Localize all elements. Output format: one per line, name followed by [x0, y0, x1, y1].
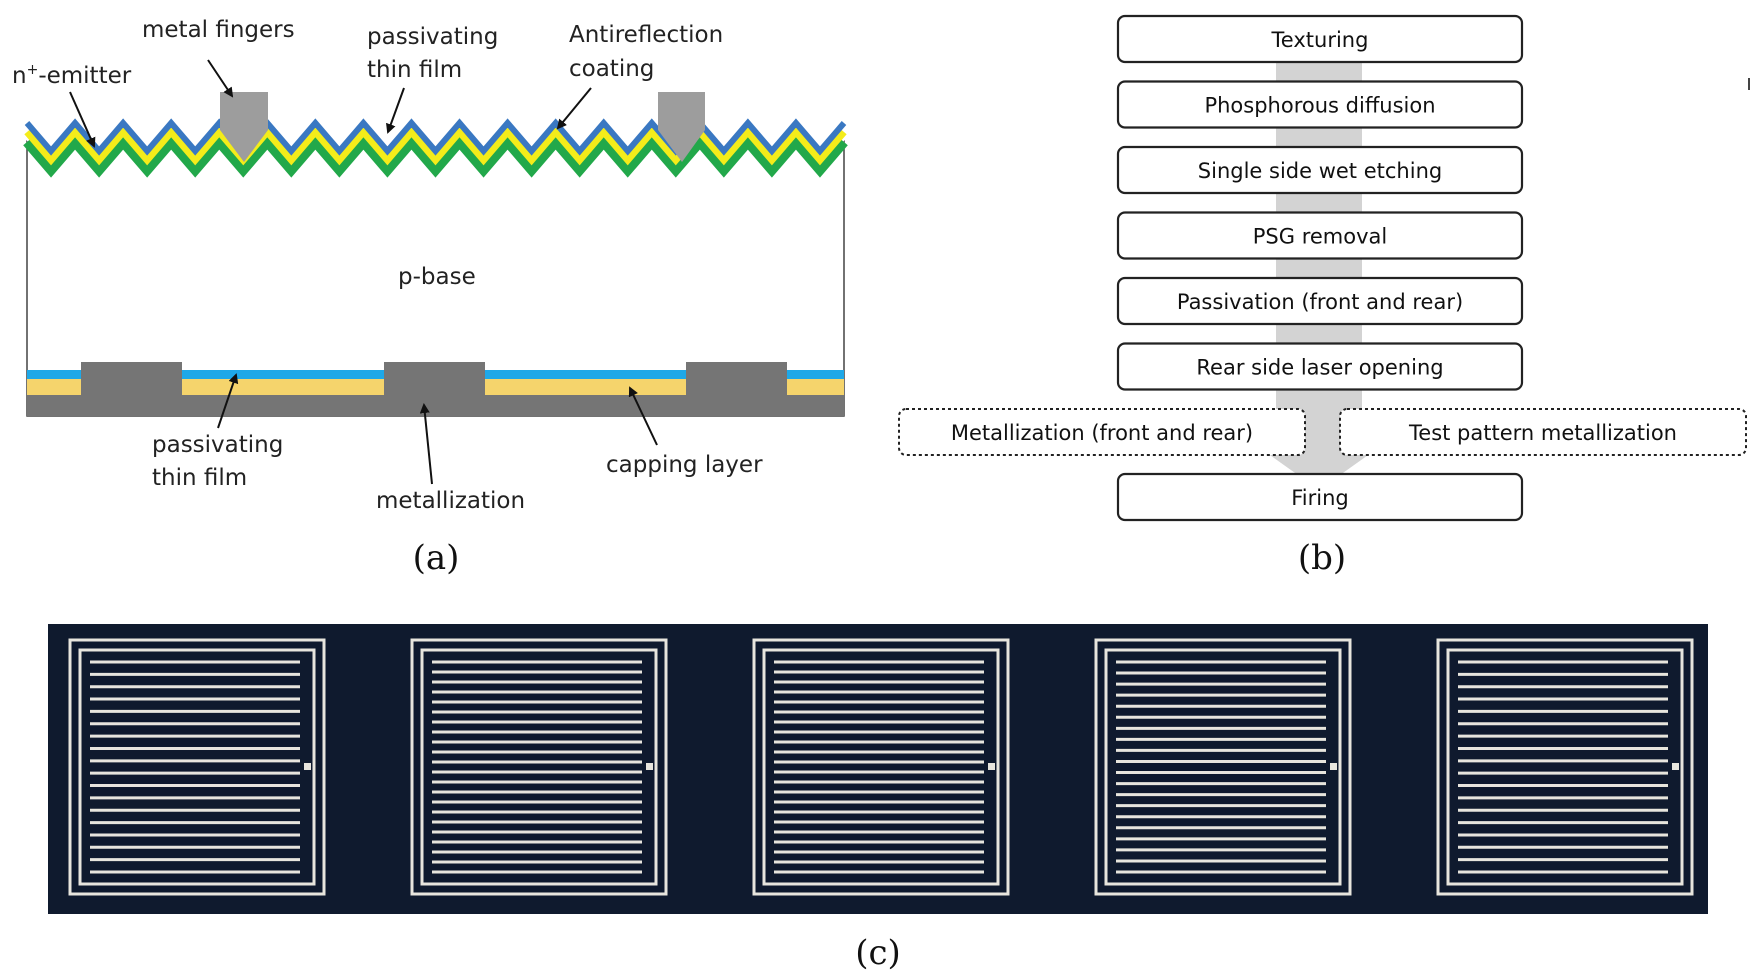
- process-step-firing-box: [1116, 472, 1524, 522]
- test-pattern-inner-frame: [762, 648, 1000, 886]
- test-pattern-outer-frame: [410, 638, 668, 896]
- test-pattern-contact-pad: [1672, 763, 1679, 770]
- passivating-thin-film-front: [23, 134, 848, 178]
- process-step-1-box: [1116, 14, 1524, 64]
- test-pattern-2: [410, 638, 668, 896]
- arrow-metal-fingers: [207, 59, 234, 98]
- label-n-emitter: n+-emitter: [12, 62, 132, 89]
- process-step-6-box: [1116, 342, 1524, 391]
- test-pattern-outer-frame: [752, 638, 1010, 896]
- process-step-3-box: [1116, 145, 1524, 195]
- label-passivating-bottom-line2: thin film: [152, 465, 247, 491]
- process-step-5-box: [1116, 276, 1524, 326]
- process-step-test-pattern-label: Test pattern metallization: [1408, 421, 1677, 445]
- test-pattern-contact-pad: [646, 763, 653, 770]
- test-pattern-outer-frame: [68, 638, 326, 896]
- test-pattern-5: [1436, 638, 1694, 896]
- arrow-passivating-bottom: [217, 373, 239, 429]
- metal-finger-left: [220, 92, 268, 162]
- test-patterns: [68, 638, 1694, 896]
- label-passivating-top-line1: passivating: [367, 24, 498, 50]
- test-pattern-3: [752, 638, 1010, 896]
- process-step-3-label: Single side wet etching: [1198, 159, 1442, 183]
- test-pattern-outer-frame: [1436, 638, 1694, 896]
- test-pattern-inner-frame: [78, 648, 316, 886]
- process-step-4-label: PSG removal: [1253, 225, 1387, 249]
- label-antireflection-line1: Antireflection: [569, 22, 723, 48]
- arrow-capping-layer: [628, 386, 658, 446]
- process-step-2-box: [1116, 80, 1524, 129]
- process-step-4-box: [1116, 211, 1524, 260]
- test-pattern-contact-pad: [988, 763, 995, 770]
- label-p-base: p-base: [398, 264, 476, 290]
- arrow-n-emitter: [69, 91, 96, 148]
- arrow-passivating-top: [386, 87, 405, 134]
- test-pattern-inner-frame: [420, 648, 658, 886]
- label-metal-fingers: metal fingers: [142, 17, 295, 43]
- label-antireflection-line2: coating: [569, 56, 654, 82]
- test-pattern-inner-frame: [1446, 648, 1684, 886]
- caption-a: (a): [413, 538, 460, 578]
- rear-contact-1: [81, 362, 182, 396]
- process-step-firing-label: Firing: [1291, 486, 1349, 510]
- test-pattern-1: [68, 638, 326, 896]
- process-step-6-label: Rear side laser opening: [1196, 356, 1443, 380]
- label-passivating-top-line2: thin film: [367, 57, 462, 83]
- caption-c: (c): [855, 933, 901, 973]
- process-step-1-label: Texturing: [1271, 28, 1369, 52]
- label-passivating-bottom-line1: passivating: [152, 432, 283, 458]
- n-emitter-layer: [24, 126, 847, 166]
- test-pattern-inner-frame: [1104, 648, 1342, 886]
- caption-b: (b): [1298, 538, 1346, 578]
- process-step-2-label: Phosphorous diffusion: [1204, 94, 1435, 118]
- test-pattern-4: [1094, 638, 1352, 896]
- rear-contact-2: [384, 362, 485, 396]
- stray-mark: [1748, 78, 1750, 90]
- label-metallization: metallization: [376, 488, 525, 514]
- process-step-metallization-box: [898, 408, 1306, 456]
- process-step-test-pattern-box: [1339, 408, 1747, 456]
- process-step-5-label: Passivation (front and rear): [1177, 290, 1463, 314]
- test-pattern-outer-frame: [1094, 638, 1352, 896]
- test-pattern-contact-pad: [1330, 763, 1337, 770]
- process-step-metallization-label: Metallization (front and rear): [951, 421, 1253, 445]
- label-capping-layer: capping layer: [606, 452, 763, 478]
- arrow-antireflection: [556, 87, 592, 130]
- metal-finger-right: [658, 92, 705, 162]
- antireflection-coating-layer: [24, 118, 847, 156]
- rear-contact-3: [686, 362, 787, 396]
- test-pattern-contact-pad: [304, 763, 311, 770]
- arrow-metallization: [419, 403, 433, 485]
